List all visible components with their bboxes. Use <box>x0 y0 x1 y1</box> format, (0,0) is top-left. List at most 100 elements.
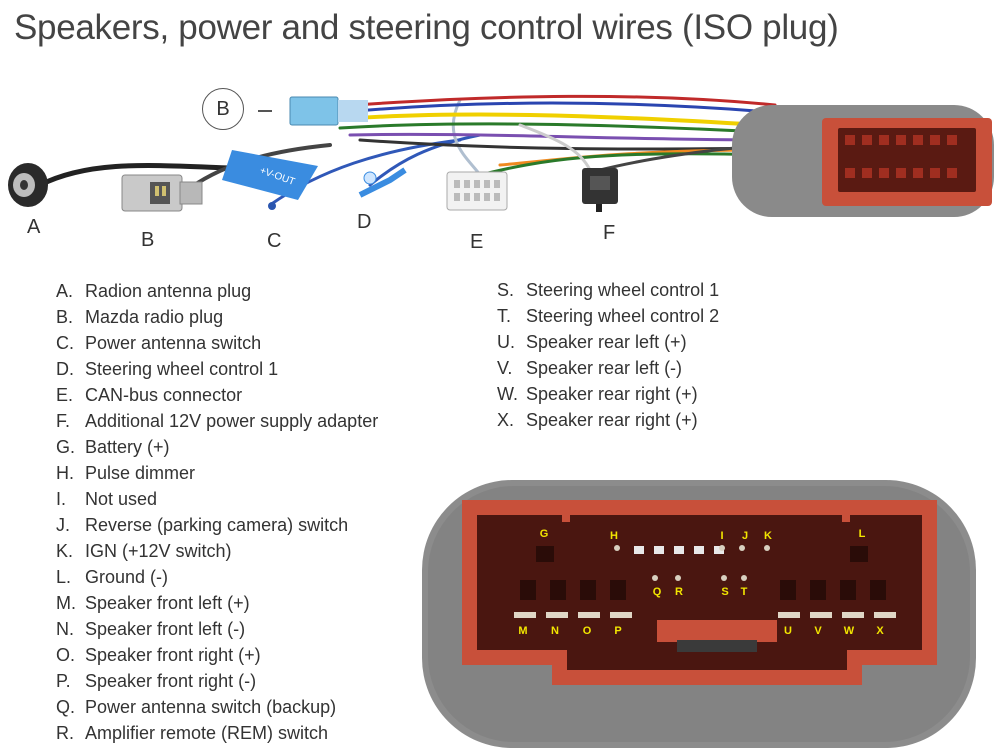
legend-text: IGN (+12V switch) <box>85 540 232 561</box>
legend-text: Not used <box>85 488 158 509</box>
pin-label-h: H <box>610 530 618 542</box>
legend-text: Speaker front left (+) <box>85 592 250 613</box>
legend-text: Speaker rear right (+) <box>526 383 698 404</box>
legend-text: Pulse dimmer <box>85 462 196 483</box>
legend-text: Steering wheel control 1 <box>526 279 720 300</box>
pin-label-w: W <box>843 625 855 637</box>
legend-item: G. Battery (+) <box>56 434 378 460</box>
legend-key: J. <box>56 514 71 535</box>
part-label-d: D <box>357 211 372 233</box>
legend-text: Additional 12V power supply adapter <box>85 410 379 431</box>
pin-label-t: T <box>740 586 748 598</box>
legend-text: Amplifier remote (REM) switch <box>85 722 329 743</box>
legend-item: W. Speaker rear right (+) <box>497 381 719 407</box>
iso-connector-drawing <box>422 480 976 748</box>
callout-leader <box>258 110 272 112</box>
pin-label-q: Q <box>652 586 662 598</box>
part-label-c: C <box>267 230 282 252</box>
legend-item: B.Mazda radio plug <box>56 304 378 330</box>
legend-item: O. Speaker front right (+) <box>56 642 378 668</box>
legend-left: A.Radion antenna plug B.Mazda radio plug… <box>56 278 378 746</box>
power-adapter-connector <box>582 168 618 212</box>
legend-key: C. <box>56 332 74 353</box>
legend-item: J. Reverse (parking camera) switch <box>56 512 378 538</box>
legend-key: N. <box>56 618 74 639</box>
pin-label-n: N <box>551 625 559 637</box>
legend-text: Speaker front right (-) <box>85 670 257 691</box>
pin-label-l: L <box>858 528 866 540</box>
legend-item: H. Pulse dimmer <box>56 460 378 486</box>
legend-item: N. Speaker front left (-) <box>56 616 378 642</box>
part-label-b: B <box>141 229 155 251</box>
legend-key: S. <box>497 279 515 300</box>
power-antenna-tag: +V-OUT <box>222 150 318 210</box>
pin-label-s: S <box>721 586 729 598</box>
legend-text: Reverse (parking camera) switch <box>85 514 349 535</box>
legend-key: V. <box>497 357 513 378</box>
legend-text: Speaker front left (-) <box>85 618 246 639</box>
legend-key: X. <box>497 409 515 430</box>
legend-text: Mazda radio plug <box>85 306 224 327</box>
pin-label-i: I <box>720 530 724 542</box>
pin-label-x: X <box>876 625 884 637</box>
legend-item: I. Not used <box>56 486 378 512</box>
legend-text: CAN-bus connector <box>85 384 243 405</box>
legend-key: G. <box>56 436 76 457</box>
legend-item: F. Additional 12V power supply adapter <box>56 408 378 434</box>
legend-text: Power antenna switch <box>85 332 262 353</box>
legend-key: P. <box>56 670 71 691</box>
can-bus-connector <box>446 171 508 211</box>
legend-key: K. <box>56 540 74 561</box>
legend-key: R. <box>56 722 74 743</box>
legend-item: P. Speaker front right (-) <box>56 668 378 694</box>
iso-plug-main <box>732 105 994 217</box>
legend-text: Speaker rear left (-) <box>526 357 683 378</box>
pin-label-v: V <box>814 625 822 637</box>
legend-key: O. <box>56 644 76 665</box>
legend-key: F. <box>56 410 71 431</box>
legend-key: T. <box>497 305 512 326</box>
wiring-harness-photo: +V-OUT <box>8 94 994 217</box>
legend-key: U. <box>497 331 515 352</box>
legend-item: C. Power antenna switch <box>56 330 378 356</box>
part-label-a: A <box>27 216 41 238</box>
legend-text: Battery (+) <box>85 436 170 457</box>
steering-control-wire <box>358 167 407 198</box>
legend-right: S. Steering wheel control 1 T. Steering wh… <box>497 277 719 433</box>
part-label-f: F <box>603 222 616 244</box>
legend-text: Speaker front right (+) <box>85 644 261 665</box>
pin-label-p: P <box>614 625 622 637</box>
callout-b: B <box>202 88 244 130</box>
legend-item: K. IGN (+12V switch) <box>56 538 378 564</box>
legend-key: Q. <box>56 696 76 717</box>
legend-item: E. CAN-bus connector <box>56 382 378 408</box>
legend-key: H. <box>56 462 74 483</box>
legend-item: X.Speaker rear right (+) <box>497 407 719 433</box>
part-label-e: E <box>470 231 484 253</box>
pin-label-g: G <box>539 528 549 540</box>
legend-text: Steering wheel control 1 <box>85 358 279 379</box>
legend-key: W. <box>497 383 518 404</box>
legend-text: Steering wheel control 2 <box>526 305 720 326</box>
antenna-plug <box>8 163 48 207</box>
legend-key: D. <box>56 358 74 379</box>
legend-item: R. Amplifier remote (REM) switch <box>56 720 378 746</box>
pin-label-o: O <box>582 625 592 637</box>
pin-label-m: M <box>518 625 528 637</box>
pin-label-j: J <box>741 530 749 542</box>
legend-item: V. Speaker rear left (-) <box>497 355 719 381</box>
legend-item: S. Steering wheel control 1 <box>497 277 719 303</box>
legend-text: Ground (-) <box>85 566 169 587</box>
legend-key: I. <box>56 488 67 509</box>
legend-text: Power antenna switch (backup) <box>85 696 337 717</box>
legend-item: T. Steering wheel control 2 <box>497 303 719 329</box>
legend-key: E. <box>56 384 74 405</box>
legend-item: A.Radion antenna plug <box>56 278 378 304</box>
pin-label-r: R <box>675 586 683 598</box>
legend-key: A. <box>56 280 74 301</box>
legend-item: L. Ground (-) <box>56 564 378 590</box>
legend-key: L. <box>56 566 72 587</box>
iso-connector-closeup: G H I J K L Q R S T M N O P U V W X <box>422 470 982 750</box>
legend-text: Speaker rear left (+) <box>526 331 687 352</box>
pin-label-u: U <box>784 625 792 637</box>
